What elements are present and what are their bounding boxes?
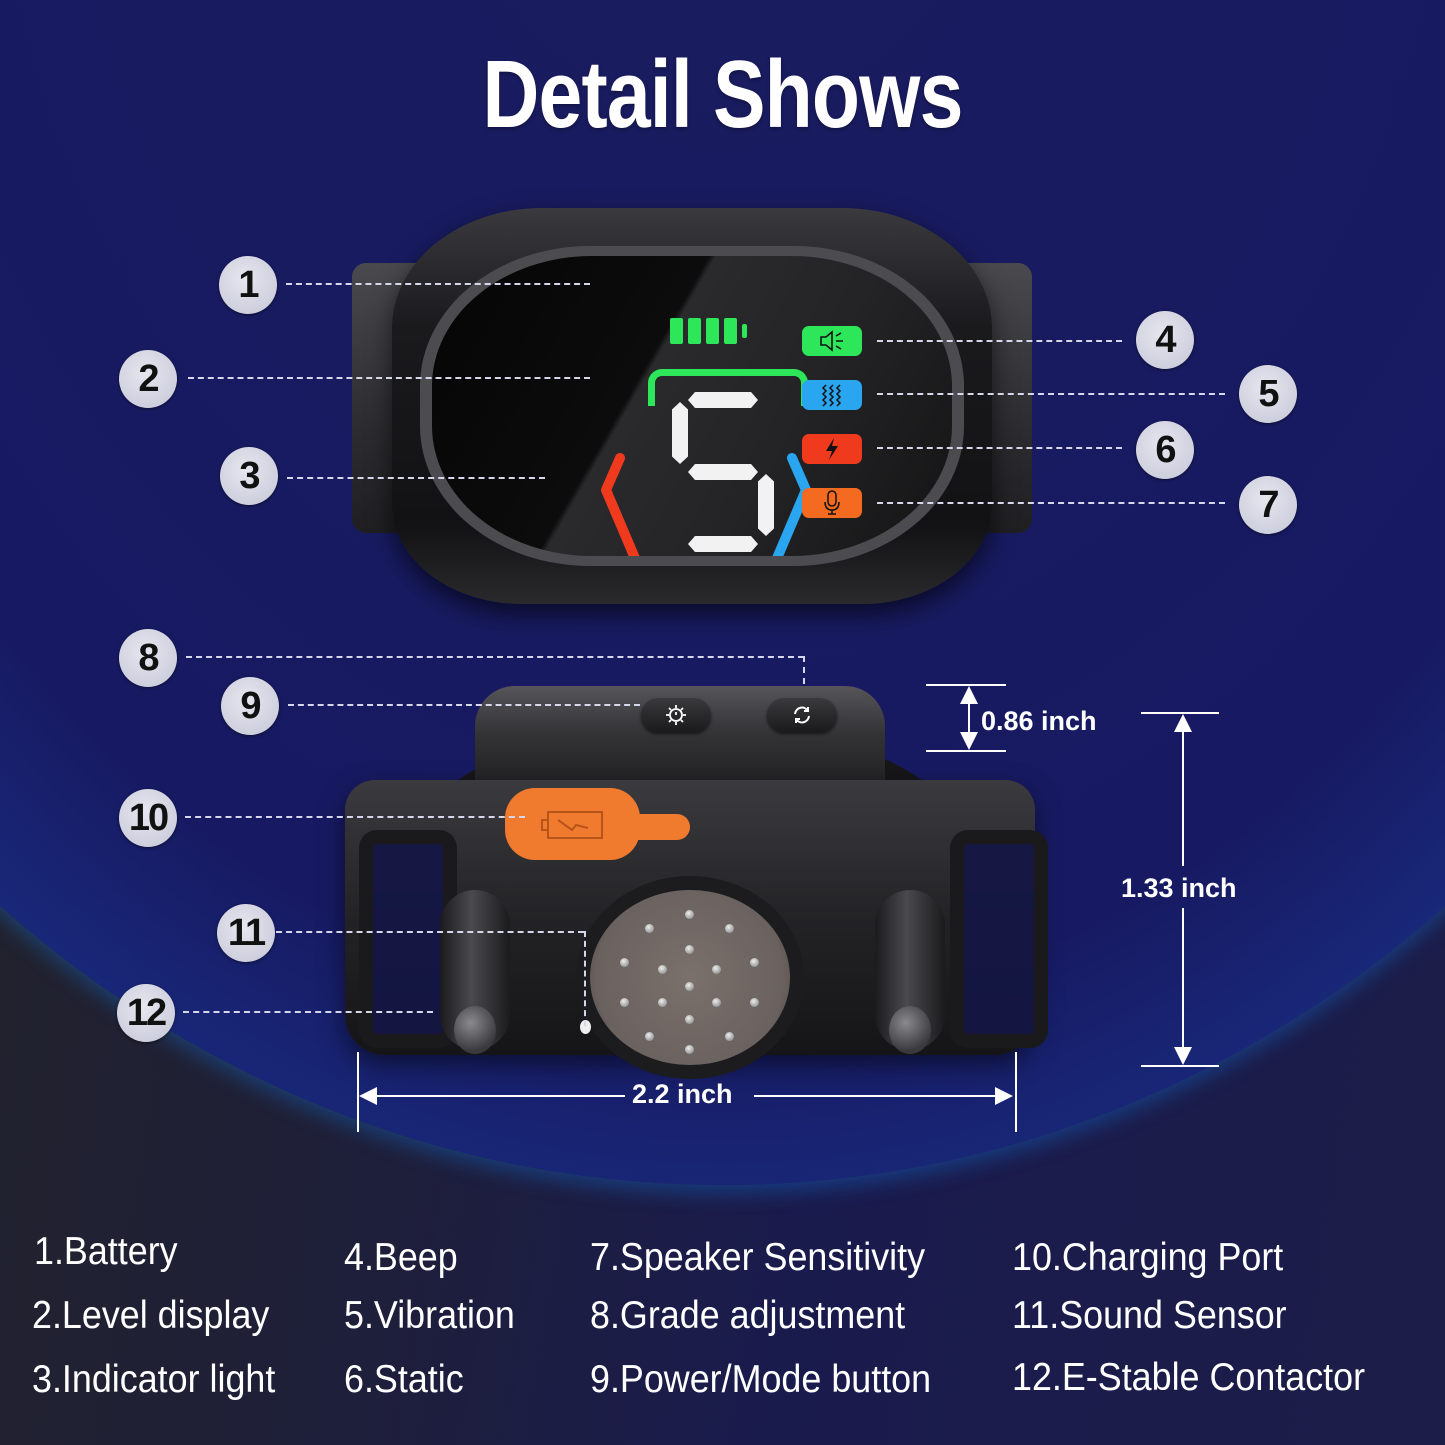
- arrow-down-icon: [1174, 1047, 1192, 1065]
- battery-indicator: [670, 318, 747, 344]
- arrow-down-icon: [960, 732, 978, 750]
- legend-item: 4.Beep: [344, 1236, 458, 1279]
- dim-line-0-86: [968, 690, 970, 746]
- page-title: Detail Shows: [482, 41, 963, 148]
- legend-item: 3.Indicator light: [32, 1358, 276, 1401]
- legend-item: 9.Power/Mode button: [590, 1358, 932, 1401]
- legend-item: 6.Static: [344, 1358, 464, 1401]
- grade-adjustment-button[interactable]: [767, 698, 837, 732]
- dim-line-2-2-right: [754, 1095, 1004, 1097]
- contact-pin-left: [440, 890, 510, 1054]
- port-cover-body: [505, 788, 640, 860]
- refresh-icon: [794, 706, 810, 724]
- leader-line-11: [276, 931, 584, 933]
- leader-line-4: [877, 340, 1122, 342]
- port-cover-tab: [625, 814, 690, 840]
- dim-tick-right: [1015, 1052, 1017, 1132]
- gear-power-icon: [666, 705, 686, 725]
- sound-sensor-grille: [590, 890, 790, 1065]
- callout-badge-9: 9: [221, 677, 279, 735]
- battery-cap: [742, 324, 747, 338]
- arrow-right-icon: [995, 1087, 1013, 1105]
- strap-loop-right: [950, 830, 1048, 1048]
- lightning-icon: [826, 438, 838, 460]
- static-mode-indicator: [802, 434, 862, 464]
- legend-item: 12.E-Stable Contactor: [1012, 1356, 1366, 1399]
- callout-badge-3: 3: [220, 447, 278, 505]
- leader-line-5: [877, 393, 1225, 395]
- leader-line-1: [286, 283, 590, 285]
- callout-badge-11: 11: [217, 904, 275, 962]
- dim-tick-bottom: [926, 750, 1006, 752]
- segment-d: [688, 536, 758, 552]
- vibration-icon: [821, 384, 842, 407]
- dimension-button-height: 0.86 inch: [981, 706, 1097, 736]
- callout-badge-10: 10: [119, 789, 177, 847]
- legend-item: 11.Sound Sensor: [1012, 1294, 1287, 1337]
- leader-line-9: [288, 704, 640, 706]
- arrow-up-icon: [1174, 714, 1192, 732]
- dimension-body-height: 1.33 inch: [1121, 873, 1237, 903]
- leader-line-3: [287, 477, 545, 479]
- sensitivity-mode-indicator: [802, 488, 862, 518]
- segment-f: [672, 402, 688, 464]
- lcd-screen: [432, 256, 952, 556]
- leader-line-10: [185, 816, 525, 818]
- legend-item: 7.Speaker Sensitivity: [590, 1236, 926, 1279]
- legend-item: 5.Vibration: [344, 1294, 515, 1337]
- dim-tick-top: [1141, 712, 1219, 714]
- level-digit-display: [658, 392, 788, 556]
- vibration-mode-indicator: [802, 380, 862, 410]
- indicator-light-red: [601, 453, 640, 556]
- callout-badge-1: 1: [219, 256, 277, 314]
- arrow-left-icon: [359, 1087, 377, 1105]
- contact-pin-tip: [454, 1006, 496, 1054]
- battery-charge-icon: [541, 811, 603, 839]
- speaker-icon: [820, 330, 843, 352]
- dim-tick-top: [926, 684, 1006, 686]
- legend-item: 8.Grade adjustment: [590, 1294, 906, 1337]
- battery-bar: [706, 318, 719, 344]
- legend-item: 10.Charging Port: [1012, 1236, 1284, 1279]
- dim-tick-left: [357, 1052, 359, 1132]
- power-mode-button[interactable]: [641, 698, 711, 732]
- segment-a: [688, 392, 758, 408]
- battery-bar: [724, 318, 737, 344]
- callout-badge-7: 7: [1239, 476, 1297, 534]
- legend-item: 1.Battery: [34, 1230, 178, 1273]
- dimension-width: 2.2 inch: [632, 1079, 733, 1109]
- contact-pin-right: [875, 890, 945, 1054]
- receiver-back-view: [345, 680, 1048, 1070]
- battery-bar: [688, 318, 701, 344]
- callout-badge-2: 2: [119, 350, 177, 408]
- beep-mode-indicator: [802, 326, 862, 356]
- sound-sensor-led: [580, 1020, 591, 1034]
- dim-line-1-33-upper: [1182, 716, 1184, 866]
- leader-line-6: [877, 447, 1122, 449]
- legend-item: 2.Level display: [32, 1294, 270, 1337]
- dim-line-1-33-lower: [1182, 908, 1184, 1063]
- receiver-front-view: [352, 208, 1032, 604]
- contact-pin-tip: [889, 1006, 931, 1054]
- callout-badge-4: 4: [1136, 311, 1194, 369]
- segment-c: [758, 474, 774, 536]
- microphone-icon: [824, 490, 840, 515]
- callout-badge-12: 12: [117, 984, 175, 1042]
- leader-line-2: [188, 377, 590, 379]
- callout-badge-6: 6: [1136, 421, 1194, 479]
- indicator-light-blue: [772, 453, 811, 556]
- battery-bar: [670, 318, 683, 344]
- leader-line-12: [183, 1011, 433, 1013]
- leader-line-7: [877, 502, 1225, 504]
- dim-line-2-2-left: [370, 1095, 625, 1097]
- callout-badge-8: 8: [119, 629, 177, 687]
- dim-tick-bottom: [1141, 1065, 1219, 1067]
- leader-line-11-drop: [584, 931, 586, 1026]
- callout-badge-5: 5: [1239, 365, 1297, 423]
- arrow-up-icon: [960, 686, 978, 704]
- charging-port-cover[interactable]: [505, 788, 690, 860]
- leader-line-8-drop: [803, 656, 805, 684]
- leader-line-8: [186, 656, 804, 658]
- segment-g: [688, 464, 758, 480]
